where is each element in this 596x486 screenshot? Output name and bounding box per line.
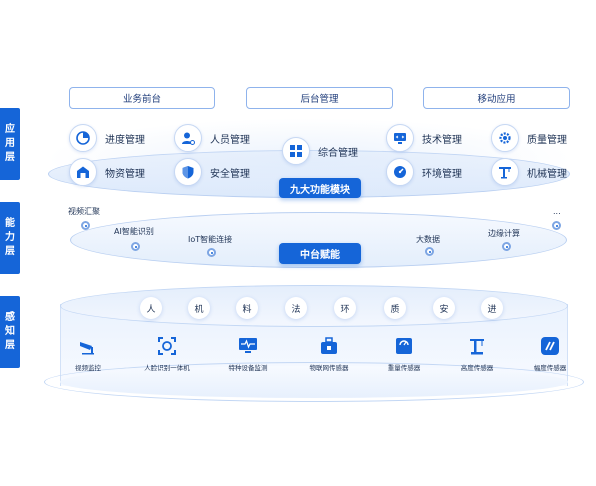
factor-environment: 环 xyxy=(334,297,356,319)
factor-material: 料 xyxy=(236,297,258,319)
layer-char: 感 xyxy=(5,312,15,323)
factor-progress: 进 xyxy=(481,297,503,319)
node-dot xyxy=(131,242,140,251)
node-dot xyxy=(502,242,511,251)
module-label: 安全管理 xyxy=(210,168,250,180)
perception-base xyxy=(60,366,568,398)
nine-modules-badge: 九大功能模块 xyxy=(279,178,361,198)
crane-icon xyxy=(491,158,519,186)
sensor-label: 视频监控 xyxy=(75,364,101,372)
module-label: 质量管理 xyxy=(527,134,567,146)
sensor-label: 幅度传感器 xyxy=(533,364,567,372)
module-label: 物资管理 xyxy=(105,168,145,180)
tower-crane-icon xyxy=(467,334,487,358)
perception-bottom xyxy=(44,362,584,402)
factor-machine: 机 xyxy=(188,297,210,319)
factor-method: 法 xyxy=(285,297,307,319)
layer-tab-perception: 感 知 层 xyxy=(0,296,20,368)
layer-tab-capability: 能 力 层 xyxy=(0,202,20,274)
module-personnel[interactable]: 人员管理 xyxy=(174,124,250,152)
shield-icon xyxy=(174,158,202,186)
layer-char: 层 xyxy=(5,246,15,257)
compass-icon xyxy=(386,158,414,186)
layer-char: 能 xyxy=(5,218,15,229)
sensor-label: 物联网传感器 xyxy=(309,364,349,372)
node-dot xyxy=(81,221,90,230)
sensor-height: 高度传感器 xyxy=(437,334,517,372)
monitor-pulse-icon xyxy=(238,334,258,358)
sensor-label: 高度传感器 xyxy=(460,364,494,372)
node-label-more: ... xyxy=(553,207,561,216)
sensor-weight: 重量传感器 xyxy=(364,334,444,372)
layer-char: 力 xyxy=(5,232,15,243)
monitor-code-icon xyxy=(386,124,414,152)
sensor-label: 重量传感器 xyxy=(387,364,421,372)
sensor-label: 特种设备监测 xyxy=(228,364,268,372)
grid-icon xyxy=(282,137,310,165)
iot-box-icon xyxy=(319,334,339,358)
warehouse-icon xyxy=(69,158,97,186)
mobile-app-button[interactable]: 移动应用 xyxy=(423,87,570,109)
sensor-iot: 物联网传感器 xyxy=(289,334,369,372)
face-scan-icon xyxy=(157,334,177,358)
layer-char: 用 xyxy=(5,138,15,149)
layer-char: 层 xyxy=(5,340,15,351)
factor-person: 人 xyxy=(140,297,162,319)
module-label: 机械管理 xyxy=(527,168,567,180)
layer-char: 层 xyxy=(5,152,15,163)
module-label: 环境管理 xyxy=(422,168,462,180)
business-frontend-button[interactable]: 业务前台 xyxy=(69,87,215,109)
module-comprehensive[interactable]: 综合管理 xyxy=(282,137,358,165)
module-materials[interactable]: 物资管理 xyxy=(69,158,145,186)
camera-icon xyxy=(78,334,98,358)
amplitude-icon xyxy=(540,334,560,358)
gear-icon xyxy=(491,124,519,152)
sensor-amplitude: 幅度传感器 xyxy=(510,334,590,372)
node-label-edge: 边缘计算 xyxy=(488,229,520,238)
module-machinery[interactable]: 机械管理 xyxy=(491,158,567,186)
module-progress[interactable]: 进度管理 xyxy=(69,124,145,152)
module-quality[interactable]: 质量管理 xyxy=(491,124,567,152)
sensor-special-equipment: 特种设备监测 xyxy=(208,334,288,372)
sensor-video: 视频监控 xyxy=(48,334,128,372)
layer-tab-application: 应 用 层 xyxy=(0,108,20,180)
module-safety[interactable]: 安全管理 xyxy=(174,158,250,186)
module-environment[interactable]: 环境管理 xyxy=(386,158,462,186)
node-label-bigdata: 大数据 xyxy=(416,235,440,244)
node-dot xyxy=(207,248,216,257)
module-technology[interactable]: 技术管理 xyxy=(386,124,462,152)
scale-icon xyxy=(394,334,414,358)
module-label: 人员管理 xyxy=(210,134,250,146)
node-dot xyxy=(425,247,434,256)
user-gear-icon xyxy=(174,124,202,152)
module-label: 技术管理 xyxy=(422,134,462,146)
factor-quality: 质 xyxy=(384,297,406,319)
node-label-iot: IoT智能连接 xyxy=(188,235,233,244)
node-label-ai: AI智能识别 xyxy=(114,227,154,236)
layer-char: 应 xyxy=(5,124,15,135)
middle-platform-badge: 中台赋能 xyxy=(279,243,361,264)
sensor-label: 人脸识别一体机 xyxy=(144,364,190,372)
node-dot xyxy=(552,221,561,230)
factor-safety: 安 xyxy=(433,297,455,319)
module-label: 进度管理 xyxy=(105,134,145,146)
backend-management-button[interactable]: 后台管理 xyxy=(246,87,393,109)
node-label-video: 视频汇聚 xyxy=(68,207,100,216)
pie-chart-icon xyxy=(69,124,97,152)
module-label: 综合管理 xyxy=(318,147,358,159)
layer-char: 知 xyxy=(5,326,15,337)
sensor-face: 人脸识别一体机 xyxy=(127,334,207,372)
